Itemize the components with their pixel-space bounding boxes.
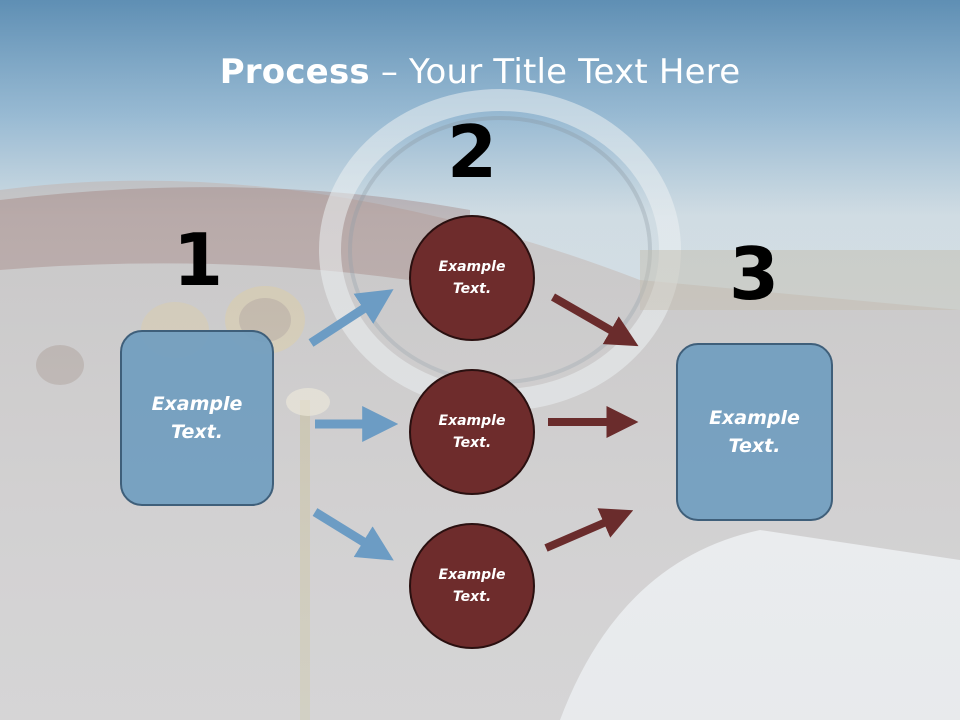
step-3-number: 3 <box>728 232 780 316</box>
step-2-text-top: Example Text. <box>438 258 506 297</box>
step-2-circle-middle: Example Text. <box>409 369 535 495</box>
step-2-circle-top: Example Text. <box>409 215 535 341</box>
step-1-box: Example Text. <box>120 330 274 506</box>
step-3-text: Example Text. <box>709 406 800 458</box>
step-2-text-bottom: Example Text. <box>438 566 506 605</box>
title-rest: – Your Title Text Here <box>369 52 741 92</box>
step-2-circle-bottom: Example Text. <box>409 523 535 649</box>
arrow-2c-to-3 <box>544 508 634 552</box>
arrow-1-to-2c <box>312 508 394 561</box>
step-3-box: Example Text. <box>676 343 833 521</box>
step-1-text: Example Text. <box>151 392 243 444</box>
step-2-text-middle: Example Text. <box>438 412 506 451</box>
title-bold: Process <box>219 52 370 92</box>
step-2-number: 2 <box>446 110 498 194</box>
arrow-1-to-2a <box>308 289 394 347</box>
arrow-2a-to-3 <box>551 293 639 347</box>
step-1-number: 1 <box>172 218 224 302</box>
slide-title: Process – Your Title Text Here <box>0 52 960 92</box>
